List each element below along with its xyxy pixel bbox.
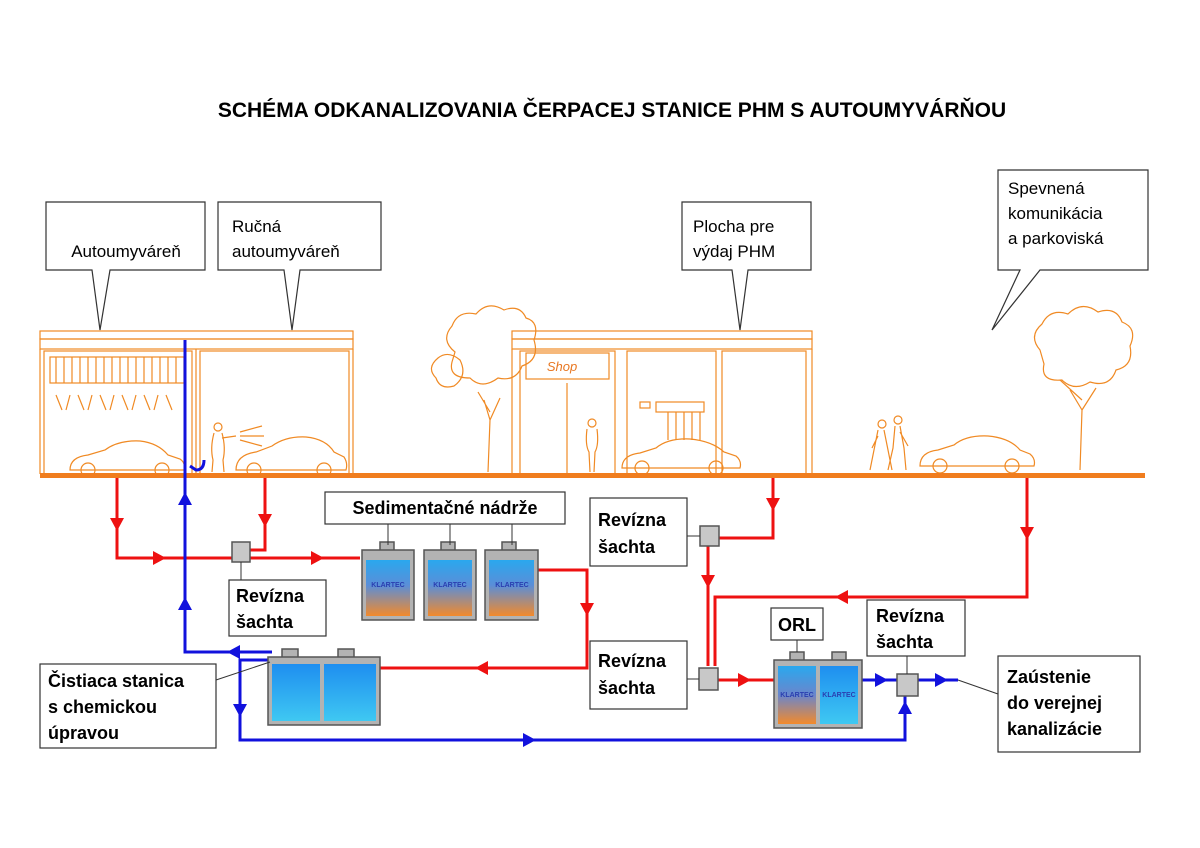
callout-carwash: Autoumyváreň (45, 201, 206, 331)
label-revizna-a-1: Revízna (236, 586, 305, 606)
callout-paved-text-3: a parkoviská (1008, 229, 1104, 248)
person-icon (585, 418, 599, 473)
label-revizna-c-2: šachta (598, 678, 656, 698)
label-cleaning-1: Čistiaca stanica (48, 670, 185, 691)
sedimentation-tank-3: KLARTEC (484, 541, 539, 621)
callout-fuel-area: Plocha pre výdaj PHM (681, 201, 812, 331)
callout-manual-wash-text-2: autoumyváreň (232, 242, 340, 261)
car-icon (919, 435, 1036, 467)
ground-line (40, 473, 1145, 478)
label-cleaning-2: s chemickou (48, 697, 157, 717)
fuel-pump-icon (655, 401, 705, 413)
cleaning-station-tank (267, 648, 381, 726)
callout-paved-text-2: komunikácia (1008, 204, 1103, 223)
people-walking-icon (869, 415, 909, 471)
label-revizna-d-1: Revízna (876, 606, 945, 626)
label-outlet: Zaústenie do verejnej kanalizácie (957, 655, 1141, 753)
label-revizna-a: Revízna šachta (228, 562, 327, 637)
label-outlet-2: do verejnej (1007, 693, 1102, 713)
label-revizna-b-1: Revízna (598, 510, 667, 530)
carwash-building (39, 330, 354, 478)
label-revizna-b-2: šachta (598, 537, 656, 557)
callout-manual-wash: Ručná autoumyváreň (217, 201, 382, 331)
label-revizna-d: Revízna šachta (866, 599, 966, 674)
label-cleaning-station: Čistiaca stanica s chemickou úpravou (39, 661, 271, 749)
orl-brand-1: KLARTEC (780, 692, 813, 699)
label-revizna-d-2: šachta (876, 632, 934, 652)
sedimentation-tank-2: KLARTEC (423, 541, 477, 621)
label-revizna-c: Revízna šachta (589, 640, 699, 710)
shop-sign: Shop (547, 359, 577, 374)
tree-icon (430, 305, 537, 473)
label-revizna-a-2: šachta (236, 612, 294, 632)
sedimentation-tank-1: KLARTEC (361, 541, 415, 621)
diagram-title: SCHÉMA ODKANALIZOVANIA ČERPACEJ STANICE … (218, 98, 1006, 122)
inspection-shaft-b (699, 525, 720, 547)
clean-water-pipes (178, 340, 958, 747)
label-sedimentation: Sedimentačné nádrže (324, 491, 566, 545)
inspection-shaft-d (896, 673, 919, 697)
orl-brand-2: KLARTEC (822, 692, 855, 699)
label-orl: ORL (770, 607, 824, 652)
label-orl-text: ORL (778, 615, 816, 635)
tank-brand-3: KLARTEC (495, 582, 528, 589)
label-outlet-3: kanalizácie (1007, 719, 1102, 739)
callout-manual-wash-text-1: Ručná (232, 217, 282, 236)
label-revizna-c-1: Revízna (598, 651, 667, 671)
label-revizna-b: Revízna šachta (589, 497, 700, 567)
label-outlet-1: Zaústenie (1007, 667, 1091, 687)
callout-carwash-text: Autoumyváreň (71, 242, 181, 261)
car-icon (69, 440, 186, 471)
tree-icon (1033, 305, 1134, 471)
callout-paved-area: Spevnená komunikácia a parkoviská (991, 169, 1149, 331)
sedimentation-tanks: KLARTEC KLARTEC KLARTEC (361, 541, 539, 621)
person-icon (211, 422, 264, 473)
callout-paved-text-1: Spevnená (1008, 179, 1085, 198)
fuel-station-building: Shop (511, 330, 813, 476)
label-cleaning-3: úpravou (48, 723, 119, 743)
car-icon (621, 438, 742, 469)
car-icon (235, 436, 348, 471)
callout-fuel-area-text-1: Plocha pre (693, 217, 774, 236)
inspection-shaft-a (231, 541, 251, 563)
tank-brand-1: KLARTEC (371, 582, 404, 589)
wash-brush-icon (49, 356, 185, 411)
dirty-water-pipes (110, 478, 1034, 687)
label-sedimentation-text: Sedimentačné nádrže (352, 498, 537, 518)
orl-separator-tank: KLARTEC KLARTEC (773, 651, 863, 729)
callout-fuel-area-text-2: výdaj PHM (693, 242, 775, 261)
tank-brand-2: KLARTEC (433, 582, 466, 589)
inspection-shaft-c (698, 667, 719, 691)
